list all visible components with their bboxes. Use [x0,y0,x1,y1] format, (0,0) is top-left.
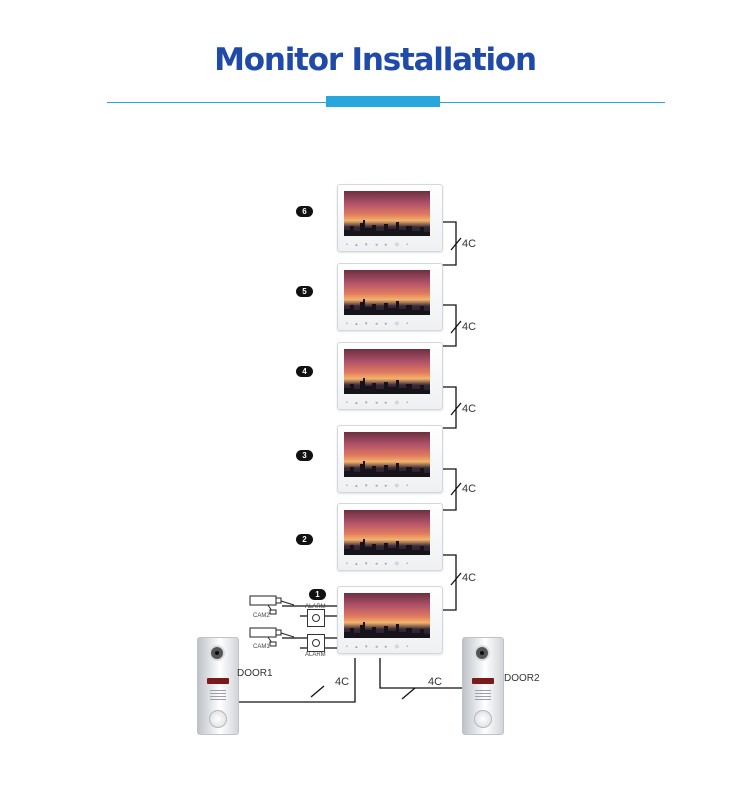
monitor-6: • ▴ ▾ ◂ ▸ ⊙ • [337,184,443,252]
wire-door1 [238,658,356,703]
door-station-1 [197,637,239,735]
speaker-grille [475,690,491,700]
cable-label: 4C [462,238,477,250]
page-title: Monitor Installation [214,42,537,78]
monitor-buttons: • ▴ ▾ ◂ ▸ ⊙ • [346,400,412,406]
alarm-label: ALARM [305,604,326,610]
speaker-grille [210,690,226,700]
cable-label: 4C [462,403,477,415]
monitor-2: • ▴ ▾ ◂ ▸ ⊙ • [337,503,443,571]
monitor-number-badge: 4 [296,366,313,377]
wire-6-5 [441,221,457,266]
monitor-number-badge: 5 [296,286,313,297]
monitor-buttons: • ▴ ▾ ◂ ▸ ⊙ • [346,321,412,327]
monitor-4: • ▴ ▾ ◂ ▸ ⊙ • [337,342,443,410]
door2-label: DOOR2 [504,673,540,684]
monitor-buttons: • ▴ ▾ ◂ ▸ ⊙ • [346,242,412,248]
monitor-buttons: • ▴ ▾ ◂ ▸ ⊙ • [346,644,412,650]
ir-window [207,678,229,684]
ir-window [472,678,494,684]
monitor-screen [344,349,430,394]
wire-door2 [379,658,462,689]
cable-label: 4C [335,676,350,688]
cam2-label: CAM2 [253,613,270,619]
wire-2-1 [441,554,457,611]
call-button-icon [209,710,227,728]
camera-lens-icon [476,647,488,659]
monitor-5: • ▴ ▾ ◂ ▸ ⊙ • [337,263,443,331]
cable-label: 4C [462,572,477,584]
alarm-label: ALARM [305,652,326,658]
camera-lens-icon [211,647,223,659]
door1-label: DOOR1 [237,668,273,679]
wire-3-2 [441,468,457,511]
monitor-number-badge: 1 [309,589,326,600]
monitor-screen [344,510,430,555]
monitor-number-badge: 6 [296,206,313,217]
cctv-camera-icon [249,595,295,615]
door-station-2 [462,637,504,735]
monitor-buttons: • ▴ ▾ ◂ ▸ ⊙ • [346,561,412,567]
wire-5-4 [441,304,457,347]
cable-label: 4C [462,483,477,495]
title-divider-accent [326,96,440,107]
monitor-1: • ▴ ▾ ◂ ▸ ⊙ • [337,586,443,654]
wire-4-3 [441,386,457,429]
cable-label: 4C [462,321,477,333]
monitor-screen [344,191,430,236]
cable-label: 4C [428,676,443,688]
alarm-sensor-icon [307,609,325,627]
monitor-screen [344,593,430,638]
cam1-label: CAM1 [253,644,270,650]
cctv-camera-icon [249,627,295,647]
call-button-icon [474,710,492,728]
monitor-3: • ▴ ▾ ◂ ▸ ⊙ • [337,425,443,493]
alarm-sensor-icon [307,634,325,652]
monitor-number-badge: 3 [296,450,313,461]
monitor-buttons: • ▴ ▾ ◂ ▸ ⊙ • [346,483,412,489]
monitor-number-badge: 2 [296,534,313,545]
monitor-screen [344,270,430,315]
monitor-screen [344,432,430,477]
